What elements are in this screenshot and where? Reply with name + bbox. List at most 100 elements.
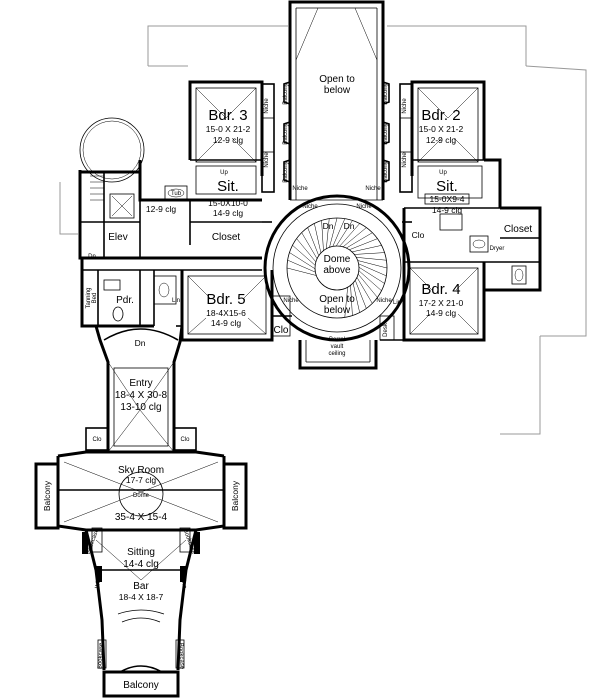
clo-bdr5-label: Clo [273, 325, 288, 336]
stair-tread [357, 273, 378, 298]
stair-tread [358, 267, 385, 284]
bdr5-name: Bdr. 5 [206, 291, 245, 308]
sky-room [34, 450, 248, 532]
stair-tread [286, 267, 317, 276]
dome-label-1: Dome [324, 254, 351, 265]
up-mark-left: Up [220, 170, 228, 176]
entry-dims: 18-4 X 30-8 [115, 390, 168, 401]
tanning-label-1: Tanning [86, 287, 92, 308]
stair-tread [296, 238, 317, 263]
sit-left-name: Sit. [217, 178, 239, 195]
stair-tread [292, 245, 316, 266]
clo-mark-entry-left: Clo [92, 437, 102, 443]
open-to-below-label-1: Open to [319, 74, 355, 85]
sitting-name: Sitting [127, 547, 155, 558]
niche-mark-7: Niche [264, 98, 270, 114]
dn-mark-rotunda-1: Dn [323, 221, 334, 231]
barrel-label-1: Barrel [329, 337, 345, 343]
bdr4-clg: 14-9 clg [426, 308, 457, 318]
bedroom-2-wing [399, 80, 502, 209]
balcony-right-label: Balcony [230, 480, 240, 511]
balcony-mark-6: Balcony [383, 161, 389, 182]
dn-mark-entry: Dn [135, 338, 146, 348]
bedroom-4 [379, 206, 542, 342]
bar-name: Bar [133, 581, 149, 592]
open-to-below-tower [283, 0, 390, 201]
desk-mark: Desk [383, 322, 389, 337]
sit-right-clg: 14-9 clg [432, 205, 463, 215]
clo-mark-entry-right: Clo [180, 437, 190, 443]
lower-floor-outline [59, 25, 587, 435]
pdr-label: Pdr. [116, 295, 134, 306]
dome-label-2: above [323, 265, 351, 276]
stair-tread [356, 257, 387, 261]
niche-mark-1: Niche [292, 186, 308, 192]
stair-tread [351, 245, 382, 253]
bdr2-name: Bdr. 2 [421, 107, 460, 124]
sit-left-dims: 15-0X10-0 [208, 198, 248, 208]
bdr5-clg: 14-9 clg [211, 318, 242, 328]
niche-mark-10: Niche [402, 152, 408, 168]
elev-label: Elev [108, 232, 127, 243]
bdr3-name: Bdr. 3 [208, 107, 247, 124]
dn-mark-left: Dn [88, 254, 96, 260]
sky-room-dome: Dome [133, 493, 150, 499]
room-labels: Open to below Bdr. 3 15-0 X 21-2 12-9 cl… [42, 74, 532, 691]
bdr5-dims: 18-4X15-6 [206, 308, 246, 318]
sky-room-dims: 35-4 X 15-4 [115, 512, 168, 523]
bdr3-dims: 15-0 X 21-2 [206, 124, 251, 134]
balcony-mark-2: Balcony [283, 123, 289, 144]
bdr2-clg: 12-9 clg [426, 135, 457, 145]
sky-room-clg: 17-7 clg [126, 475, 157, 485]
stair-tread [287, 259, 316, 273]
tanning-label-2: Bed [92, 293, 98, 304]
lin-mark-left: Lin [172, 298, 180, 304]
balcony-mark-4: Balcony [383, 83, 389, 104]
niche-mark-8: Niche [264, 152, 270, 168]
balcony-bottom-label: Balcony [123, 680, 159, 691]
sit-left-clg: 14-9 clg [213, 208, 244, 218]
sky-room-name: Sky Room [118, 465, 164, 476]
niche-mark-3: Niche [302, 204, 318, 210]
stair-tread [336, 220, 353, 247]
wine-mark-2: Wine [179, 575, 187, 590]
barrel-label-3: ceiling [328, 351, 345, 357]
left-service-block [78, 117, 262, 328]
stair-tread [349, 238, 378, 250]
stair-tread [321, 220, 324, 251]
bedroom-3-wing [138, 80, 275, 202]
bookcase-mark-3: Bookcase [98, 642, 105, 669]
entry-hall [85, 325, 197, 453]
stair-tread [307, 227, 319, 256]
sitting-bar [82, 527, 200, 698]
sitting-clg: 14-4 clg [123, 559, 159, 570]
stair-tread [357, 260, 388, 269]
stair-tread [346, 232, 373, 249]
niche-mark-2: Niche [365, 186, 381, 192]
stair-tread [358, 270, 382, 291]
stair-tread [358, 263, 387, 277]
niche-mark-5: Niche [283, 298, 299, 304]
bar-dims: 18-4 X 18-7 [119, 592, 164, 602]
open-mid-label-1: Open to [319, 294, 355, 305]
rotunda [262, 194, 412, 370]
bdr4-name: Bdr. 4 [421, 281, 460, 298]
open-to-below-label-2: below [324, 85, 351, 96]
wine-mark-1: Wine [95, 574, 103, 589]
closet-right-label: Closet [504, 224, 533, 235]
sit-right-name: Sit. [436, 178, 458, 195]
bdr3-clg: 12-9 clg [213, 135, 244, 145]
barrel-label-2: vault [331, 344, 344, 350]
bath-left-clg: 12-9 clg [146, 204, 177, 214]
open-mid-label-2: below [324, 305, 351, 316]
niche-mark-4: Niche [356, 204, 372, 210]
balcony-mark-3: Balcony [283, 161, 289, 182]
stair-tread [355, 280, 367, 309]
stair-tread [329, 217, 338, 248]
stair-tread [354, 252, 385, 255]
spiral-stair [286, 217, 388, 318]
niche-mark-6: Niche [376, 298, 392, 304]
bdr4-dims: 17-2 X 21-0 [419, 298, 464, 308]
bedroom-5 [176, 270, 292, 342]
